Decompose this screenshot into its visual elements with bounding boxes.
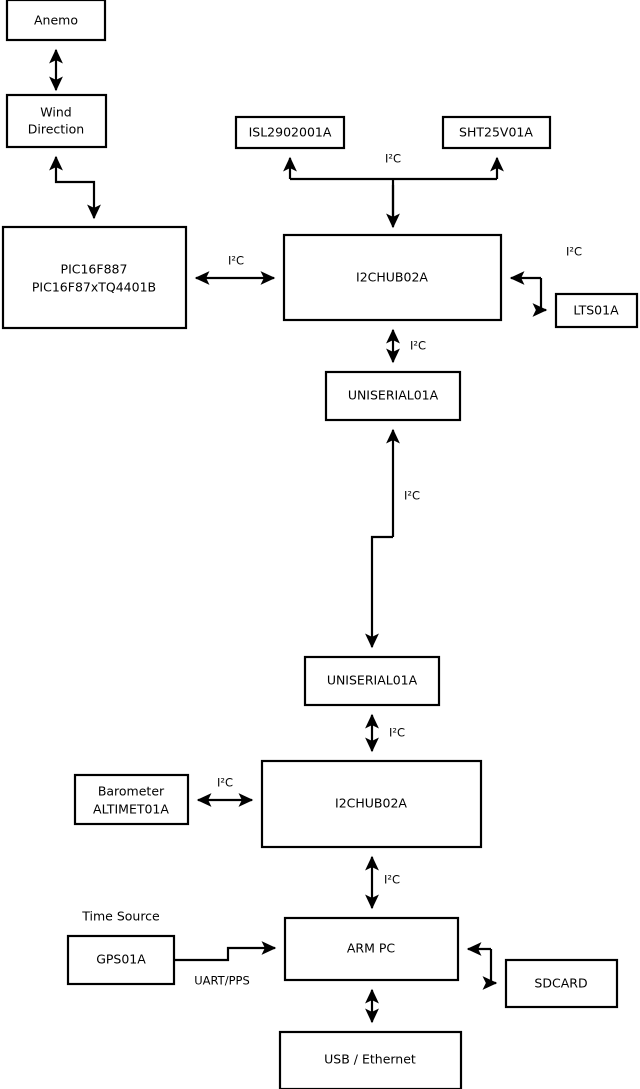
node-usb-ethernet-label: USB / Ethernet — [324, 1052, 416, 1067]
edge-armpc-sdcard-elbow — [482, 949, 498, 990]
node-arm-pc[interactable]: ARM PC — [283, 916, 460, 982]
node-i2chub02a-bottom[interactable]: I2CHUB02A — [260, 759, 483, 849]
edge-label-i2c-lts: I²C — [566, 245, 582, 259]
node-sht25v01a-label: SHT25V01A — [459, 125, 533, 140]
node-sdcard[interactable]: SDCARD — [504, 958, 619, 1009]
node-pic-mcu-label-line2: PIC16F87xTQ4401B — [32, 280, 156, 295]
node-i2chub02a-top[interactable]: I2CHUB02A — [282, 233, 503, 322]
node-isl2902001a-label: ISL2902001A — [249, 125, 332, 140]
node-isl2902001a[interactable]: ISL2902001A — [234, 115, 346, 150]
edge-label-i2c-sensor-bus: I²C — [385, 152, 401, 166]
node-gps01a-label: GPS01A — [96, 952, 146, 967]
node-gps01a[interactable]: GPS01A — [66, 934, 176, 986]
edge-label-uart-pps: UART/PPS — [194, 974, 250, 988]
edge-label-i2c-hub-uniserial: I²C — [410, 339, 426, 353]
node-barometer-label-line1: Barometer — [98, 784, 165, 799]
node-anemo-label: Anemo — [34, 13, 78, 28]
node-uniserial01a-bottom[interactable]: UNISERIAL01A — [303, 655, 441, 707]
node-pic-mcu[interactable]: PIC16F887 PIC16F87xTQ4401B — [1, 225, 188, 330]
edge-label-i2c-hub-armpc: I²C — [384, 873, 400, 887]
edges-layer — [49, 48, 548, 1024]
node-barometer[interactable]: Barometer ALTIMET01A — [73, 773, 190, 826]
edge-label-i2c-pic-hub: I²C — [228, 254, 244, 268]
edge-long-link-jog — [365, 535, 393, 649]
node-arm-pc-label: ARM PC — [347, 941, 396, 956]
node-i2chub02a-bottom-label: I2CHUB02A — [335, 796, 407, 811]
node-wind-direction[interactable]: Wind Direction — [5, 93, 108, 149]
node-lts01a[interactable]: LTS01A — [554, 292, 639, 329]
node-uniserial01a-top-label: UNISERIAL01A — [348, 388, 439, 403]
edge-label-i2c-barometer: I²C — [217, 776, 233, 790]
node-i2chub02a-top-label: I2CHUB02A — [356, 270, 428, 285]
node-lts01a-label: LTS01A — [573, 303, 619, 318]
node-barometer-label-line2: ALTIMET01A — [93, 802, 169, 817]
node-anemo[interactable]: Anemo — [5, 0, 107, 42]
edge-pic-wind — [49, 155, 101, 220]
node-usb-ethernet[interactable]: USB / Ethernet — [278, 1030, 463, 1089]
node-wind-direction-label-line1: Wind — [40, 105, 71, 120]
free-labels-layer: Time Source — [81, 909, 160, 924]
node-sht25v01a[interactable]: SHT25V01A — [441, 115, 552, 150]
node-uniserial01a-top[interactable]: UNISERIAL01A — [324, 370, 462, 422]
node-uniserial01a-bottom-label: UNISERIAL01A — [327, 673, 418, 688]
node-sdcard-label: SDCARD — [534, 976, 587, 991]
label-time-source: Time Source — [81, 909, 160, 924]
node-pic-mcu-label-line1: PIC16F887 — [61, 262, 128, 277]
edge-label-i2c-uniserial-hub: I²C — [389, 726, 405, 740]
edge-hubtop-lts-elbow — [532, 278, 548, 317]
edge-label-i2c-long-link: I²C — [404, 489, 420, 503]
edge-labels-layer: I²C I²C I²C I²C I²C I²C I²C I²C UART/PPS — [194, 152, 582, 988]
edge-gps-armpc — [174, 941, 277, 962]
node-wind-direction-label-line2: Direction — [28, 122, 84, 137]
